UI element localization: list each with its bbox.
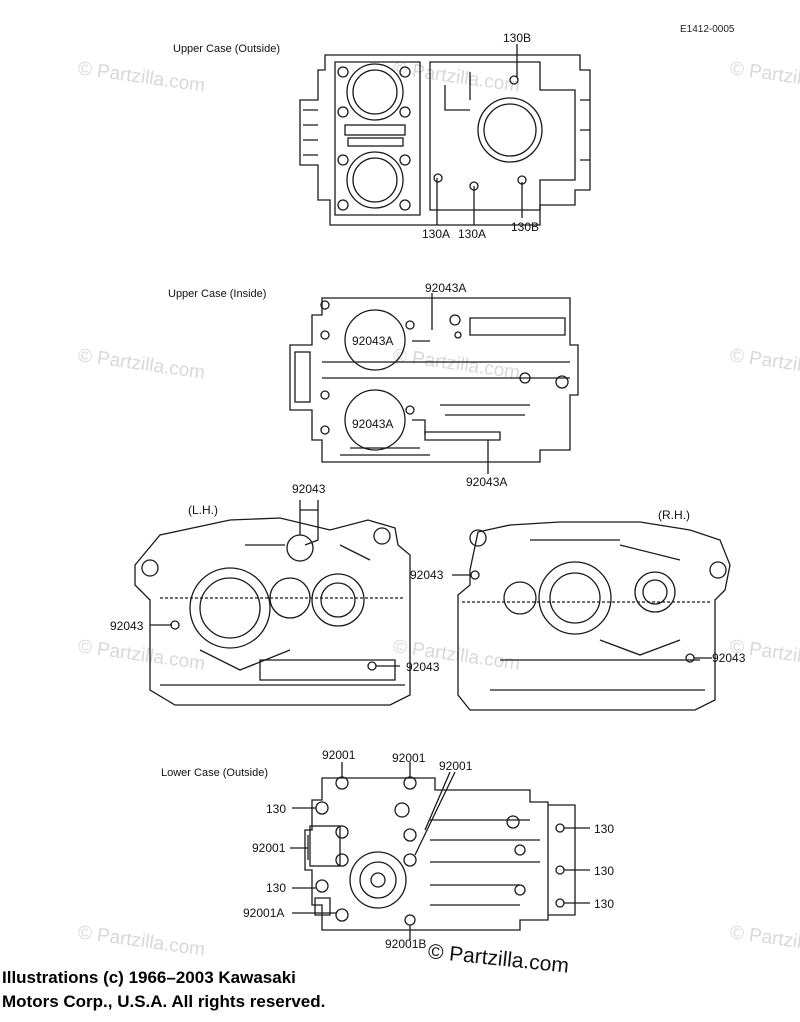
part-label: 92043A <box>352 334 394 348</box>
case-left-hand-drawing <box>134 500 411 706</box>
part-label: 92001 <box>322 748 356 762</box>
part-label: 130 <box>594 864 615 878</box>
part-label: 130A <box>458 227 487 241</box>
part-label: 92043A <box>466 475 508 489</box>
section-title-lower-outside: Lower Case (Outside) <box>161 767 268 779</box>
copyright-line-2: Motors Corp., U.S.A. All rights reserved… <box>2 992 326 1011</box>
part-label: 92043 <box>406 660 440 674</box>
part-label: 92043A <box>425 281 467 295</box>
upper-case-outside-drawing <box>299 44 591 226</box>
copyright-notice: Illustrations (c) 1966–2003 Kawasaki Mot… <box>2 966 325 1014</box>
case-right-hand-drawing <box>452 521 731 711</box>
part-label: 92001 <box>252 841 286 855</box>
part-label: 92043A <box>352 417 394 431</box>
part-label: 92001 <box>439 759 473 773</box>
diagram-reference-code: E1412-0005 <box>680 24 735 35</box>
section-title-upper-outside: Upper Case (Outside) <box>173 43 280 55</box>
part-label: 130 <box>266 881 287 895</box>
part-label: 92043 <box>712 651 746 665</box>
lower-case-outside-drawing <box>290 762 590 940</box>
part-label: 92001B <box>385 937 427 951</box>
part-label: 130 <box>266 802 287 816</box>
part-label: 130A <box>422 227 451 241</box>
part-label: 92043 <box>292 482 326 496</box>
part-label: 92001A <box>243 906 285 920</box>
part-label: 92043 <box>410 568 444 582</box>
upper-case-inside-drawing <box>289 293 579 474</box>
part-label: 130B <box>503 31 532 45</box>
part-label: 130 <box>594 822 615 836</box>
section-title-upper-inside: Upper Case (Inside) <box>168 288 267 300</box>
section-title-right-hand: (R.H.) <box>658 508 690 522</box>
part-label: 92001 <box>392 751 426 765</box>
section-title-left-hand: (L.H.) <box>188 503 218 517</box>
copyright-line-1: Illustrations (c) 1966–2003 Kawasaki <box>2 968 296 987</box>
part-label: 92043 <box>110 619 144 633</box>
part-label: 130 <box>594 897 615 911</box>
part-label: 130B <box>511 220 540 234</box>
